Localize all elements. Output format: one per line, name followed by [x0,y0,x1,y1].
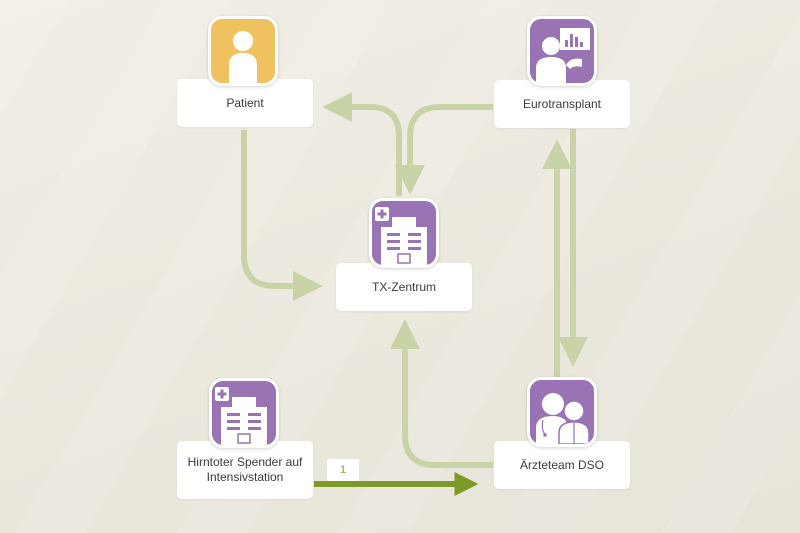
tx-zentrum-label: TX-Zentrum [371,279,436,294]
hospital-icon [209,378,279,448]
tx-zentrum-card[interactable]: TX-Zentrum [336,263,472,311]
presenter-chart-icon [527,16,597,86]
arrow-dso-to-tx [390,319,493,468]
arrow-eurotransplant-to-tx [395,104,493,195]
arrow-tx-to-patient [322,92,402,196]
step-1-badge: 1 [327,459,359,481]
person-icon [208,16,278,86]
spender-label: Hirntoter Spender auf Intensivstation [187,455,303,484]
eurotransplant-label: Eurotransplant [522,96,602,111]
patient-label: Patient [226,95,264,110]
spender-card[interactable]: Hirntoter Spender auf Intensivstation [177,441,313,499]
dso-label: Ärzteteam DSO [519,457,605,472]
arrow-patient-to-tx [241,130,323,301]
dso-card[interactable]: Ärzteteam DSO [494,441,630,489]
step-1-label: 1 [339,464,347,476]
hospital-icon [369,198,439,268]
patient-card[interactable]: Patient [177,79,313,127]
eurotransplant-card[interactable]: Eurotransplant [494,80,630,128]
doctors-icon [527,377,597,447]
